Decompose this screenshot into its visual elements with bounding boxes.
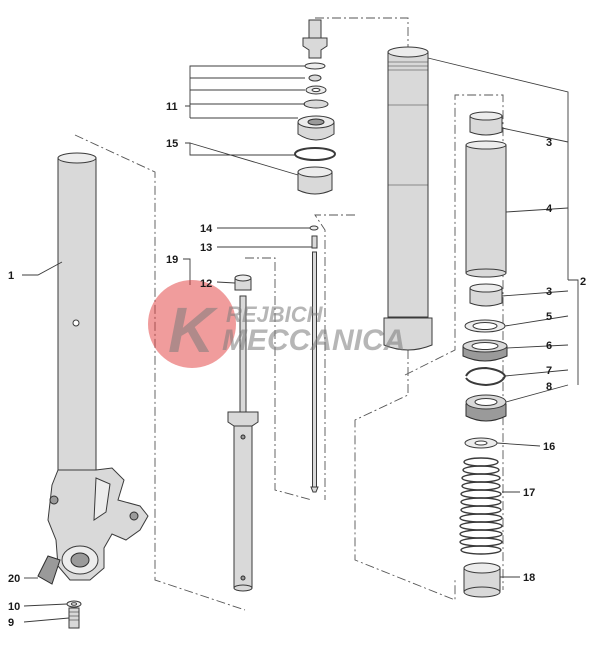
leader-lines <box>22 57 579 623</box>
callout-10: 10 <box>8 601 20 613</box>
part-7-circlip <box>465 366 507 387</box>
part-3-bushing-top <box>469 111 503 136</box>
watermark-red-circle <box>148 280 236 368</box>
callout-14: 14 <box>200 223 213 235</box>
callout-1: 1 <box>8 270 14 282</box>
callout-20: 20 <box>8 573 20 585</box>
callout-3b: 3 <box>546 286 552 298</box>
callout-7: 7 <box>546 365 552 377</box>
part-15-oring-collar <box>294 147 336 195</box>
part-8-dust-seal <box>465 394 507 422</box>
callout-2: 2 <box>580 276 586 288</box>
guide-outer-tube <box>74 134 246 611</box>
callout-16: 16 <box>543 441 555 453</box>
watermark-logo: K REJBICH MECCANICA <box>148 280 405 368</box>
part-18-spacer <box>463 562 501 598</box>
part-11-cap-assembly <box>297 19 335 141</box>
part-12-lock-nut <box>234 274 252 291</box>
part-13-rod <box>310 235 319 493</box>
part-4-sleeve <box>465 140 507 278</box>
callout-3a: 3 <box>546 137 552 149</box>
callout-19: 19 <box>166 254 178 266</box>
callout-15: 15 <box>166 138 178 150</box>
callout-9: 9 <box>8 617 14 629</box>
part-2-inner-tube <box>383 46 433 351</box>
guide-cartridge <box>245 257 313 501</box>
watermark-line2: MECCANICA <box>222 324 405 357</box>
part-17-spring <box>459 457 503 555</box>
part-3-bushing-bottom <box>469 283 503 307</box>
part-cartridge <box>227 295 259 592</box>
part-9-bolt <box>68 607 80 629</box>
callout-11: 11 <box>166 101 178 113</box>
watermark-letter: K <box>168 294 219 366</box>
part-16-spring-washer <box>464 437 498 449</box>
callout-18: 18 <box>523 572 535 584</box>
part-6-oil-seal <box>462 339 508 362</box>
guide-inner-tube <box>315 17 456 601</box>
callout-13: 13 <box>200 242 212 254</box>
callout-6: 6 <box>546 340 552 352</box>
part-5-washer <box>464 319 506 333</box>
callout-12: 12 <box>200 278 212 290</box>
callout-4: 4 <box>546 203 553 215</box>
callout-5: 5 <box>546 311 552 323</box>
callout-8: 8 <box>546 381 552 393</box>
part-10-washer <box>66 600 82 608</box>
callout-17: 17 <box>523 487 535 499</box>
part-20-guard-plate <box>37 555 61 585</box>
guide-rod <box>314 214 355 500</box>
part-1-outer-tube <box>47 152 149 581</box>
watermark-line1: REJBICH <box>226 302 324 327</box>
callout-labels: 1 2 3 3 4 5 6 7 8 9 10 11 12 13 14 15 16… <box>8 101 586 629</box>
part-14-washer <box>309 225 319 231</box>
